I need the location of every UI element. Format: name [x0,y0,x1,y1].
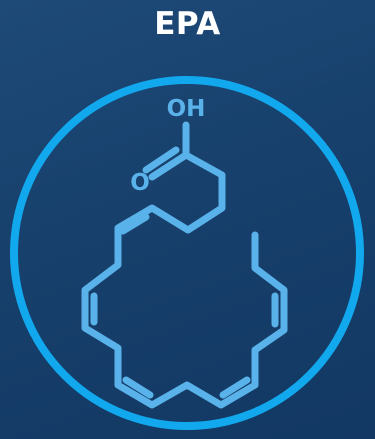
enclosing-ring [10,76,364,430]
skeletal-bonds [81,121,288,409]
chain-upper [81,151,288,409]
carbonyl-oxygen-label: O [130,170,150,196]
double-bond-inner-3 [122,376,154,399]
double-bond-inner-1 [119,213,150,235]
page-title: EPA [154,6,221,42]
bond-c-o-double [148,151,190,181]
double-bond-inner-4 [219,376,251,399]
hydroxyl-label: OH [167,96,206,122]
bond-c-o-double-inner [142,146,180,174]
